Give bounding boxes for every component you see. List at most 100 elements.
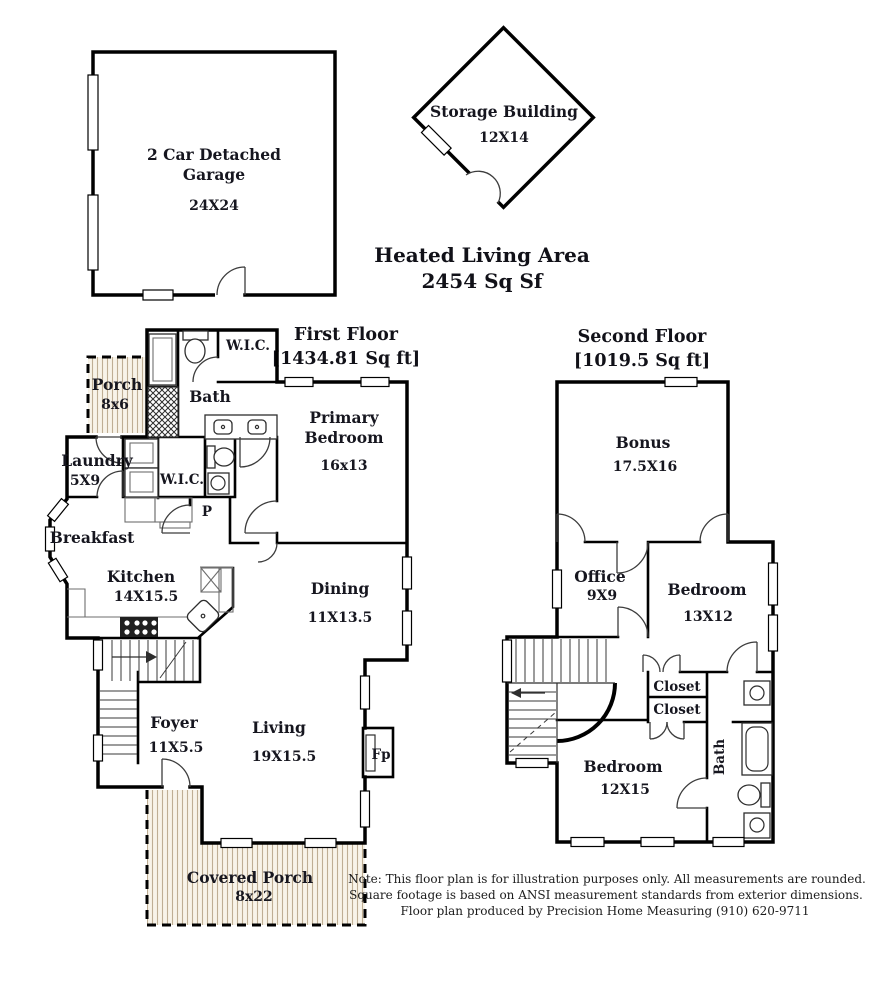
fireplace-firebox [365,734,376,772]
stair-window-bottom [515,757,549,769]
primary-window-2 [360,376,390,388]
toilet2-bowl [737,784,761,806]
laundry-label: Laundry [61,451,133,470]
stair-treads-upper [111,640,194,681]
bath2-vanity-lower [743,812,771,839]
wc-toilet-bowl [213,447,235,467]
bedroom2-dims: 13X12 [683,609,733,625]
bedroom2-bath-door [726,641,758,673]
storage-label: Storage Building [430,102,578,121]
foyer-window-1 [92,639,104,671]
first-floor-title: First Floor [294,325,399,345]
note-line3: Floor plan produced by Precision Home Me… [400,904,809,918]
bath-fixtures [147,330,278,440]
bath2-window-bottom [712,836,745,848]
bath-label: Bath [189,387,231,406]
bedroom3-label: Bedroom [583,757,663,776]
primary-dims: 16x13 [320,458,367,474]
office-window-left [551,569,563,609]
hall-cabinet-3 [159,521,191,529]
bedroom3-bath-door [676,777,708,809]
bedroom2-window-right-1 [767,562,779,606]
wic-upper-door [192,356,219,383]
water-closet-fixtures [206,445,235,495]
vanity-sink-2 [247,419,267,435]
fireplace-box [361,726,395,779]
stair-window-left [501,639,513,683]
bonus-door-left [556,513,586,543]
garage-window-bottom [142,289,174,301]
storage-window [420,124,452,156]
bath-door [239,436,271,468]
closet-lower-door-left [649,721,668,740]
dining-door [257,542,278,563]
closet-lower-door-right [666,721,685,740]
first-floor-plan: First Floor [1434.81 Sq ft] [44,325,420,927]
bonus-label: Bonus [616,433,671,452]
disclaimer-note: Note: This floor plan is for illustratio… [348,872,866,918]
pantry-door [161,504,191,534]
front-window-1 [220,837,253,849]
heated-title-line1: Heated Living Area [374,243,590,267]
bath2-label: Bath [712,739,728,775]
garage-dims: 24X24 [189,198,239,214]
foyer-label: Foyer [150,713,198,732]
heated-title-line2: 2454 Sq Sf [421,269,543,293]
garage-label-line1: 2 Car Detached [147,145,281,164]
porch-hatch [88,357,145,433]
wic-lower-label: W.I.C. [159,472,204,488]
washer-inner [129,442,154,464]
laundry-dims: 5X9 [70,473,100,489]
breakfast-label: Breakfast [50,528,135,547]
covered-porch-dims: 8x22 [235,889,273,905]
note-line2: Square footage is based on ANSI measurem… [349,888,863,902]
first-floor-sqft: [1434.81 Sq ft] [272,349,420,369]
closet-upper-label: Closet [653,679,701,695]
kitchen-fixtures [67,566,234,637]
closet-upper-door-right [662,654,681,673]
first-floor-stairs [99,640,194,755]
note-line1: Note: This floor plan is for illustratio… [348,872,866,886]
vanity-drain-2 [254,424,260,430]
bedroom3-window-bottom-2 [640,836,675,848]
office-dims: 9X9 [587,588,617,604]
pantry-label: P [202,504,212,520]
front-window-2 [304,837,337,849]
stair2-treads-upper [515,639,607,682]
storage-walls [411,25,596,210]
bedroom2-window-right-2 [767,614,779,652]
second-floor-stairs [507,639,615,763]
office-label: Office [574,567,626,586]
bedroom3-dims: 12X15 [600,782,650,798]
garage-label-line2: Garage [183,165,245,184]
stair-curved-wall [556,682,617,743]
second-floor-doors [556,513,758,809]
first-floor-doors [95,356,278,788]
bath2-vanity-upper-bowl [749,685,765,701]
island-sink [186,599,220,633]
storage-door-arc [465,170,501,204]
second-floor-bath-fixtures [737,680,773,839]
shower-cabinet-inner [152,337,173,382]
corner-cabinet [200,567,222,593]
porch-entry-door [95,436,123,464]
porch-dashed-border [86,355,145,433]
porch-dims: 8x6 [101,397,129,413]
wic-upper-label: W.I.C. [225,338,270,354]
second-floor-windows [501,376,779,848]
stove-burners [124,620,157,635]
foyer-window-2 [92,734,104,762]
vanity-sink-1 [213,419,233,435]
fireplace-label: Fp [371,747,390,763]
bedroom3-window-bottom-1 [570,836,605,848]
first-floor-interior-walls [65,328,409,765]
garage-window-left-2 [87,194,99,271]
stair2-dashed-slash [509,711,557,753]
wc-sink-bowl [210,475,226,491]
bonus-window-top [664,376,698,388]
porch-label: Porch [92,375,142,394]
primary-window-1 [284,376,314,388]
bath2-vanity-lower-bowl [749,817,765,833]
